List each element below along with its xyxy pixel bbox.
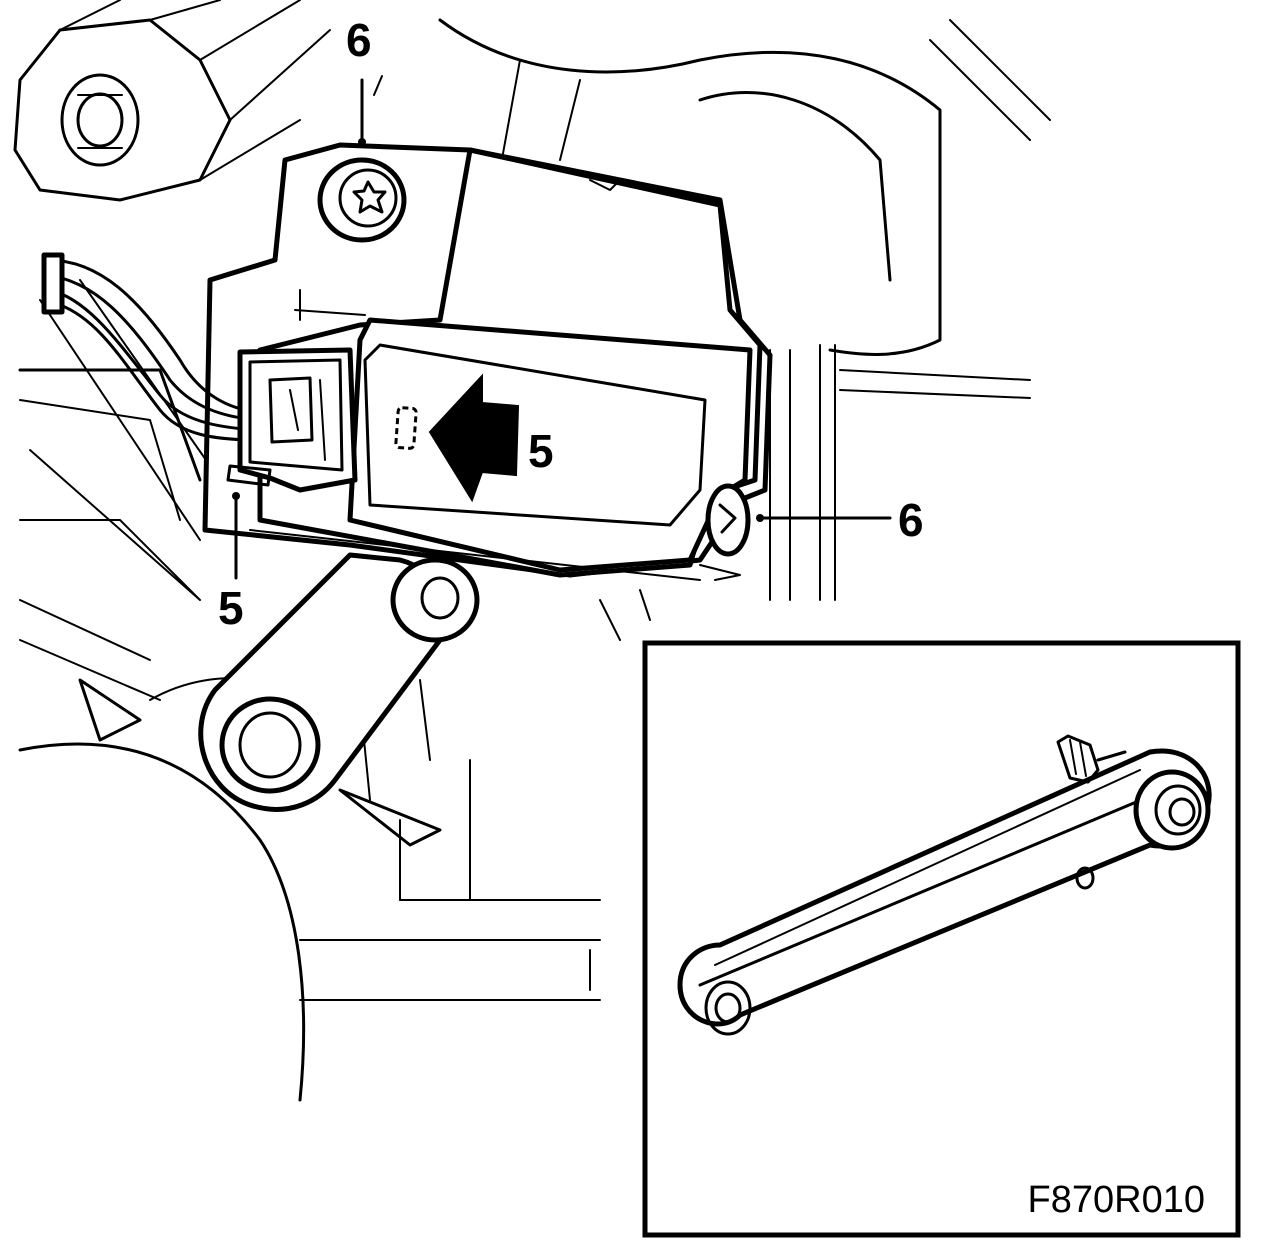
torx-screw-icon: [352, 180, 387, 214]
callout-screw-right: 6: [898, 494, 924, 546]
figure-code: F870R010: [1028, 1179, 1205, 1221]
callout-connector-latch: 5: [218, 582, 244, 634]
callout-screw-top: 6: [346, 14, 372, 66]
connector-plug: [226, 347, 358, 493]
screw-top: [317, 157, 407, 243]
screw-right: [705, 483, 751, 557]
callout-arrow-marker: 5: [528, 425, 554, 477]
inset-lever-arm: [677, 734, 1212, 1036]
wiring-harness: [41, 252, 264, 442]
arrow-left-icon: [394, 373, 520, 503]
lever-arm: [198, 552, 480, 812]
leader-lines: [232, 75, 892, 580]
